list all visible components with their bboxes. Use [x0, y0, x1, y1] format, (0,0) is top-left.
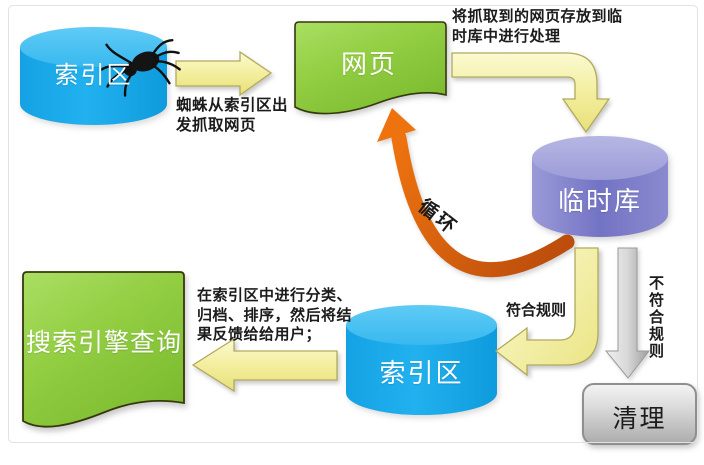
search-query-document-shape: [22, 271, 185, 428]
store-note-line2: 时库中进行处理: [452, 26, 561, 45]
index-area-bottom-cylinder: [346, 305, 497, 415]
node-label-temp-store: 临时库: [557, 187, 642, 217]
temp-store-cylinder: [532, 136, 668, 237]
node-label-cleanup: 清理: [612, 404, 667, 433]
webpage-document-shape: [294, 21, 447, 115]
spider-crawl-note-line2: 发抓取网页: [176, 115, 257, 134]
store-note: 将抓取到的网页存放到临 时库中进行处理: [452, 7, 623, 46]
no-match-rules-label: 不符合规则: [647, 275, 665, 360]
node-label-index-area-top: 索引区: [54, 61, 133, 89]
match-rules-arrow: [494, 247, 599, 377]
index-processing-note-line3: 果反馈给给用户；: [197, 325, 322, 343]
match-rules-label: 符合规则: [506, 301, 567, 319]
cleanup-box: [582, 383, 697, 445]
index-processing-note-line2: 归档、排序，然后将结: [197, 305, 353, 324]
node-label-search-query: 搜索引擎查询: [25, 328, 182, 357]
node-label-index-area-bottom: 索引区: [379, 359, 464, 389]
index-processing-note-line1: 在索引区中进行分类、: [197, 286, 353, 304]
node-label-webpage: 网页: [340, 50, 397, 80]
index-processing-note: 在索引区中进行分类、 归档、排序，然后将结 果反馈给给用户；: [197, 286, 352, 345]
spider-crawl-note: 蜘蛛从索引区出 发抓取网页: [176, 96, 288, 135]
store-note-line1: 将抓取到的网页存放到临: [452, 7, 623, 25]
crawl-arrow: [175, 50, 273, 97]
spider-crawl-note-line1: 蜘蛛从索引区出: [176, 96, 289, 114]
store-elbow-arrow: [451, 52, 611, 134]
spider-icon: [100, 39, 181, 97]
no-match-arrow: [604, 247, 651, 379]
feedback-arrow: [191, 337, 338, 393]
loop-arrow: [377, 108, 575, 278]
